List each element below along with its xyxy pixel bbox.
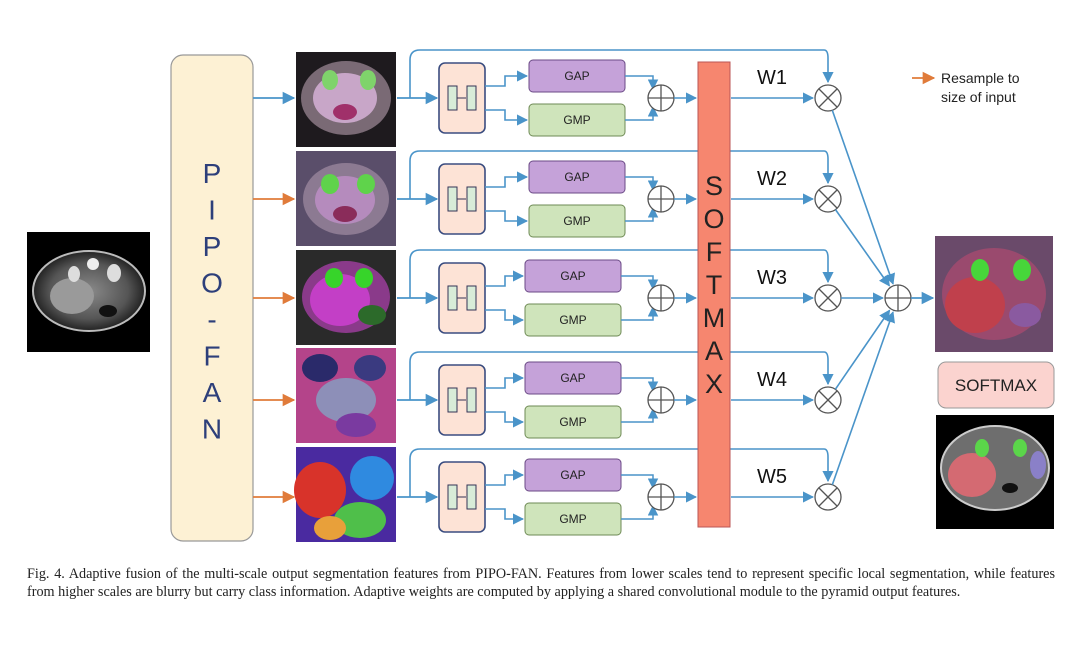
feature-map-4 [296,348,396,443]
weight-label: W1 [757,67,787,89]
backbone-letter: I [208,195,216,226]
gap-label: GAP [564,69,589,83]
weight-label: W5 [757,466,787,488]
backbone-letter: F [203,341,220,372]
fused-feature-map [935,236,1053,352]
skip-connection-arrow [409,249,834,298]
legend-text-line1: Resample to [941,70,1020,86]
weight-label: W4 [757,369,787,391]
backbone-letter: O [201,268,223,299]
legend-text-line2: size of input [941,89,1016,105]
backbone-letter: A [203,377,222,408]
output-softmax-box: SOFTMAX [937,361,1055,409]
backbone-letter: P [203,158,222,189]
softmax-letter: F [706,237,723,267]
output-segmentation [936,415,1054,529]
input-ct-image [27,232,150,352]
feature-map-5 [294,447,396,542]
to-fusion-arrow [834,309,891,390]
pyramid-row: GAP GMP W5 [397,311,895,536]
softmax-letter: S [705,171,723,201]
softmax-letter: T [706,270,723,300]
backbone-letter: N [202,414,222,445]
pyramid-row: GAP GMP W1 [397,49,896,285]
softmax-letter: A [705,336,723,366]
softmax-letter: O [703,204,724,234]
gmp-label: GMP [559,512,586,526]
feature-map-2 [296,151,396,246]
gap-label: GAP [560,371,585,385]
feature-map-3 [296,250,396,345]
gmp-label: GMP [563,113,590,127]
backbone-label: PIPO-FAN [201,158,223,445]
pyramid-row: GAP GMP W3 [397,249,885,337]
legend: Resample to size of input [912,70,1020,105]
backbone-letter: - [207,304,216,335]
feature-map-1 [296,52,396,147]
pipo-fan-backbone: PIPO-FAN [170,54,254,542]
softmax-label: SOFTMAX [703,171,726,399]
output-softmax-label: SOFTMAX [955,376,1037,395]
pyramid-row: GAP GMP W2 [397,150,890,287]
skip-connection-arrow [409,49,834,98]
to-fusion-arrow [831,311,895,486]
to-fusion-arrow [834,209,890,287]
pyramid-row: GAP GMP W4 [397,309,891,439]
softmax-letter: M [703,303,726,333]
figure-caption: Fig. 4. Adaptive fusion of the multi-sca… [27,566,1055,600]
softmax-letter: X [705,369,723,399]
gap-label: GAP [560,468,585,482]
weight-label: W3 [757,267,787,289]
skip-connection-arrow [409,351,834,400]
skip-connection-arrow [409,150,834,199]
gap-label: GAP [560,269,585,283]
gmp-label: GMP [559,415,586,429]
gmp-label: GMP [563,214,590,228]
fusion-sum-node [884,284,912,312]
gap-label: GAP [564,170,589,184]
to-fusion-arrow [831,110,896,285]
softmax-block: SOFTMAX [697,61,731,528]
gmp-label: GMP [559,313,586,327]
backbone-letter: P [203,231,222,262]
backbone-to-features-arrows [253,91,296,504]
fusion-diagram: PIPO-FAN [27,49,1055,542]
skip-connection-arrow [409,448,834,497]
weight-label: W2 [757,168,787,190]
